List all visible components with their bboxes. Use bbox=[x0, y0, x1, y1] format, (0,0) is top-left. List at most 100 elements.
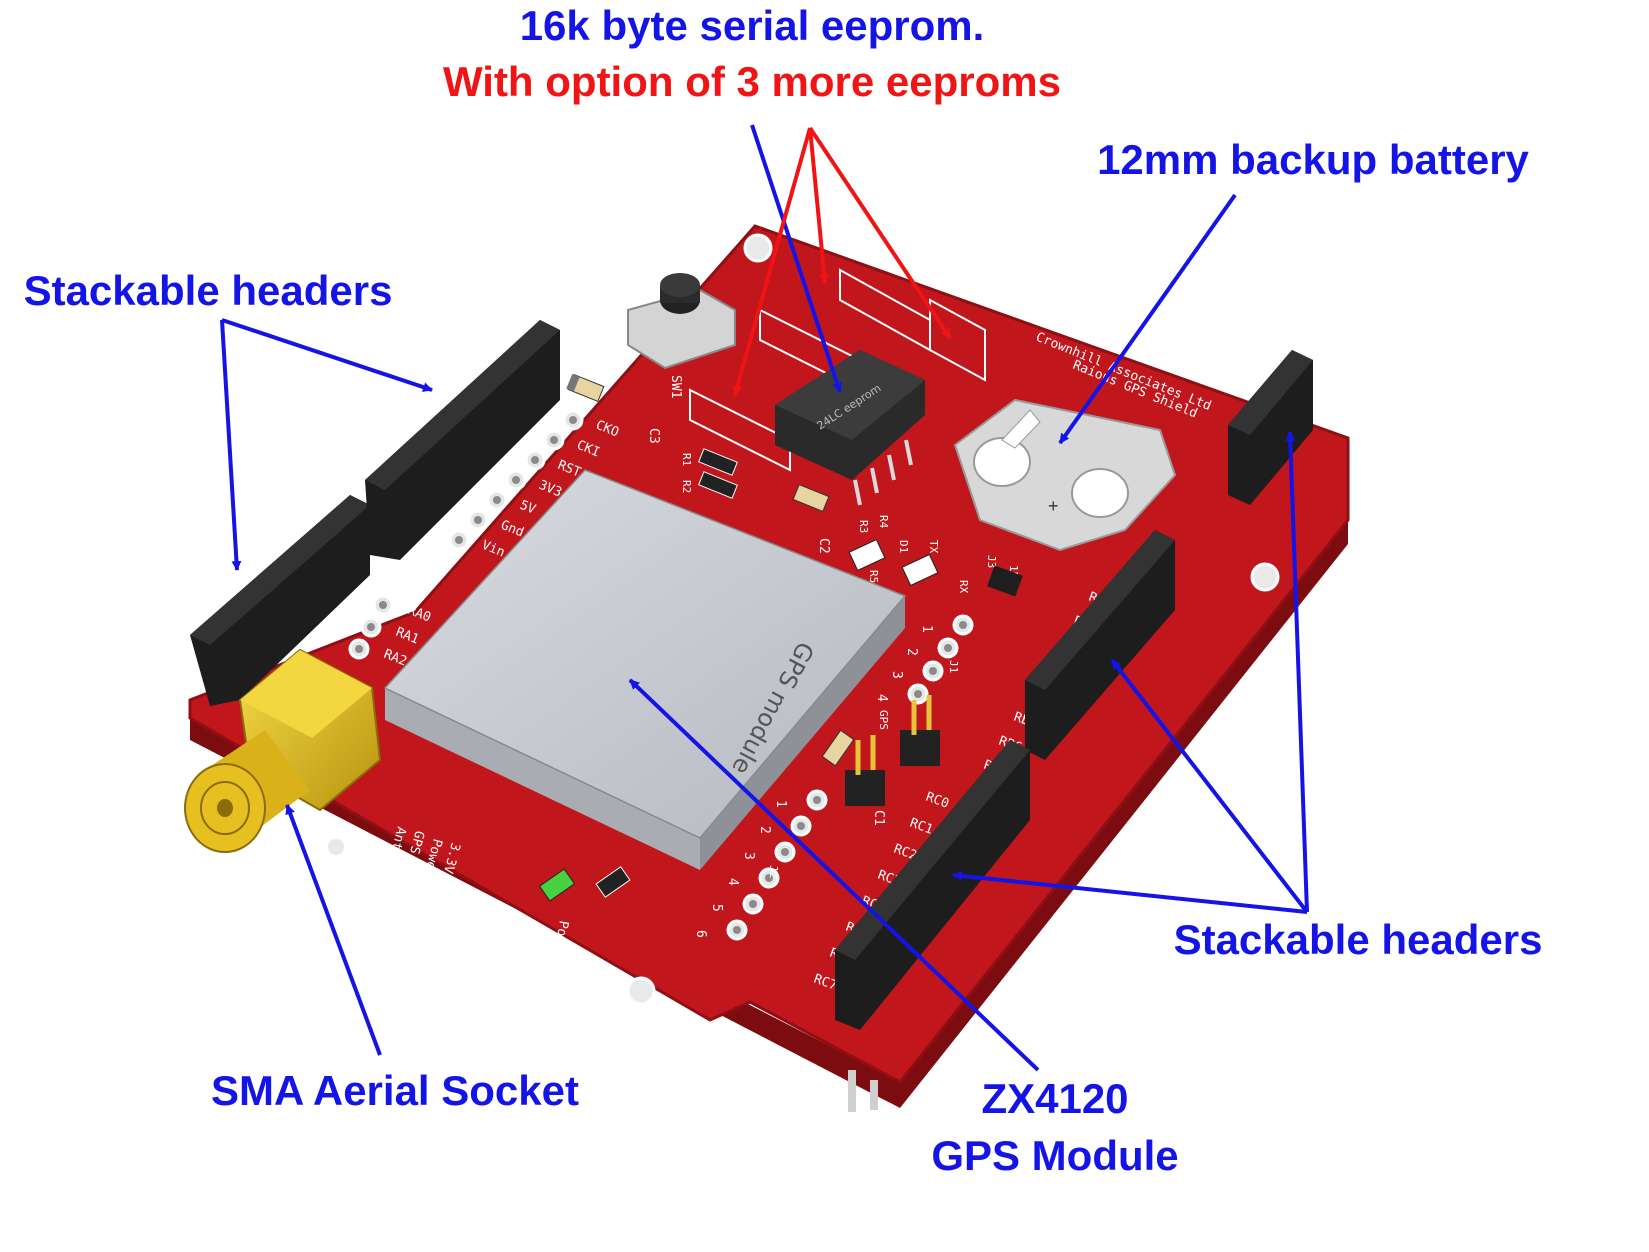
jumper-pins bbox=[845, 695, 940, 806]
battery-label: 12mm backup battery bbox=[1097, 136, 1529, 183]
capacitor-c2 bbox=[792, 483, 830, 513]
arrow-headers-right-a bbox=[1285, 431, 1309, 913]
headers-left-label: Stackable headers bbox=[24, 267, 393, 314]
ref-designator: R1 bbox=[680, 453, 693, 466]
arrow-eeprom bbox=[750, 124, 842, 393]
j2-pin-label: 3 bbox=[741, 852, 756, 860]
j1-pin-row: 1 2 3 4 bbox=[874, 614, 974, 705]
ref-designator: J2 bbox=[767, 865, 780, 878]
battery-contact bbox=[1071, 468, 1129, 518]
ra-pin-hole bbox=[355, 645, 363, 653]
header-right-rc bbox=[835, 740, 1030, 1030]
c2-label: C2 bbox=[816, 538, 831, 554]
arrow-eeprom-opt-3 bbox=[808, 126, 952, 340]
led-rx bbox=[901, 553, 939, 587]
resistor-r5 bbox=[595, 866, 631, 898]
j2-pin-label: 2 bbox=[757, 826, 772, 834]
j1-pin-hole bbox=[959, 621, 967, 629]
j2-pin-hole bbox=[765, 874, 773, 882]
header-right-far bbox=[1228, 350, 1313, 505]
ra-pin-hole bbox=[367, 623, 375, 631]
ref-designator: R2 bbox=[680, 480, 693, 493]
power-pin-hole bbox=[455, 536, 463, 544]
pcb-edge bbox=[190, 520, 1348, 1108]
eeprom-option: With option of 3 more eeproms bbox=[443, 58, 1061, 105]
j1-pin-label: 4 bbox=[874, 694, 889, 702]
resistor-r2 bbox=[698, 471, 738, 499]
arrow-headers-right-c bbox=[952, 870, 1308, 914]
eeprom-chip: 24LC eeprom bbox=[775, 350, 925, 506]
j2-pin-hole bbox=[781, 848, 789, 856]
smd-components bbox=[538, 373, 1023, 902]
headers-right-label: Stackable headers bbox=[1174, 916, 1543, 963]
sma-label: SMA Aerial Socket bbox=[211, 1067, 579, 1114]
ref-designator: R5 bbox=[867, 570, 880, 583]
battery-plus: + bbox=[1048, 496, 1059, 516]
j2-pin-hole bbox=[797, 822, 805, 830]
gps-label-1: ZX4120 bbox=[981, 1075, 1128, 1122]
arrow-eeprom-opt-2 bbox=[808, 127, 830, 284]
transistor bbox=[987, 565, 1023, 597]
led-tx bbox=[848, 538, 886, 572]
ref-designator: RX bbox=[957, 580, 970, 594]
mounting-hole bbox=[743, 233, 773, 263]
c3-label: C3 bbox=[646, 428, 661, 444]
battery-contact bbox=[973, 437, 1031, 487]
j1-pin-label: 1 bbox=[919, 625, 934, 633]
ref-designator: R3 bbox=[857, 520, 870, 533]
header-left-inner bbox=[365, 320, 560, 560]
gps-label-2: GPS Module bbox=[931, 1132, 1178, 1179]
j1-pin-hole bbox=[914, 690, 922, 698]
ref-designator: R4 bbox=[877, 515, 890, 529]
header-pins-underside bbox=[848, 1070, 878, 1112]
arrow-headers-left-a bbox=[221, 318, 433, 392]
arrow-eeprom-opt-1 bbox=[732, 127, 812, 396]
ref-designator: J3 bbox=[985, 555, 998, 568]
arrow-headers-right-b bbox=[1110, 658, 1309, 914]
reset-button bbox=[627, 273, 736, 370]
power-led-label: Power bbox=[549, 919, 571, 960]
header-right-rb bbox=[1025, 530, 1175, 760]
mounting-hole bbox=[1250, 562, 1280, 592]
capacitor-c1 bbox=[821, 729, 855, 767]
j2-pin-hole bbox=[749, 900, 757, 908]
callout-arrows-red bbox=[732, 126, 952, 396]
header-left-outer bbox=[190, 495, 370, 706]
arrow-sma bbox=[285, 804, 382, 1056]
power-pin-hole bbox=[550, 436, 558, 444]
battery-holder: + bbox=[953, 398, 1177, 552]
power-pin-label: 5V bbox=[518, 498, 538, 518]
arrow-headers-left-b bbox=[220, 319, 242, 571]
mounting-hole bbox=[626, 976, 656, 1006]
j2-pin-hole bbox=[733, 926, 741, 934]
sw-label: SW1 bbox=[668, 375, 683, 398]
callout-arrows-blue bbox=[220, 124, 1309, 1072]
j2-pin-label: 5 bbox=[709, 904, 724, 912]
ref-designator: GPS bbox=[877, 710, 890, 730]
j2-pin-label: 4 bbox=[725, 878, 740, 886]
j2-pin-hole bbox=[813, 796, 821, 804]
antenna-silk-3: GPS bbox=[406, 829, 427, 856]
c1-label: C1 bbox=[871, 810, 886, 826]
ra-pin-hole bbox=[379, 601, 387, 609]
misc-labels: R1R2R3R4R5D1TXRX1PPSGPSJ1J2J3 bbox=[680, 453, 1020, 878]
power-pin-hole bbox=[493, 496, 501, 504]
power-pin-hole bbox=[512, 476, 520, 484]
j1-pin-label: 3 bbox=[889, 671, 904, 679]
ref-designator: TX bbox=[927, 540, 940, 554]
power-pin-hole bbox=[569, 416, 577, 424]
callout-labels: 16k byte serial eeprom. With option of 3… bbox=[24, 2, 1543, 1179]
j1-pin-label: 2 bbox=[904, 648, 919, 656]
mounting-hole bbox=[326, 837, 346, 857]
j1-pin-hole bbox=[944, 644, 952, 652]
power-led bbox=[538, 868, 576, 902]
sma-socket bbox=[184, 648, 382, 853]
j1-pin-hole bbox=[929, 667, 937, 675]
ref-designator: J1 bbox=[947, 660, 960, 673]
resistor-r1 bbox=[698, 448, 738, 476]
arrow-gps bbox=[628, 678, 1040, 1072]
power-pin-hole bbox=[474, 516, 482, 524]
j2-pin-label: 1 bbox=[773, 800, 788, 808]
